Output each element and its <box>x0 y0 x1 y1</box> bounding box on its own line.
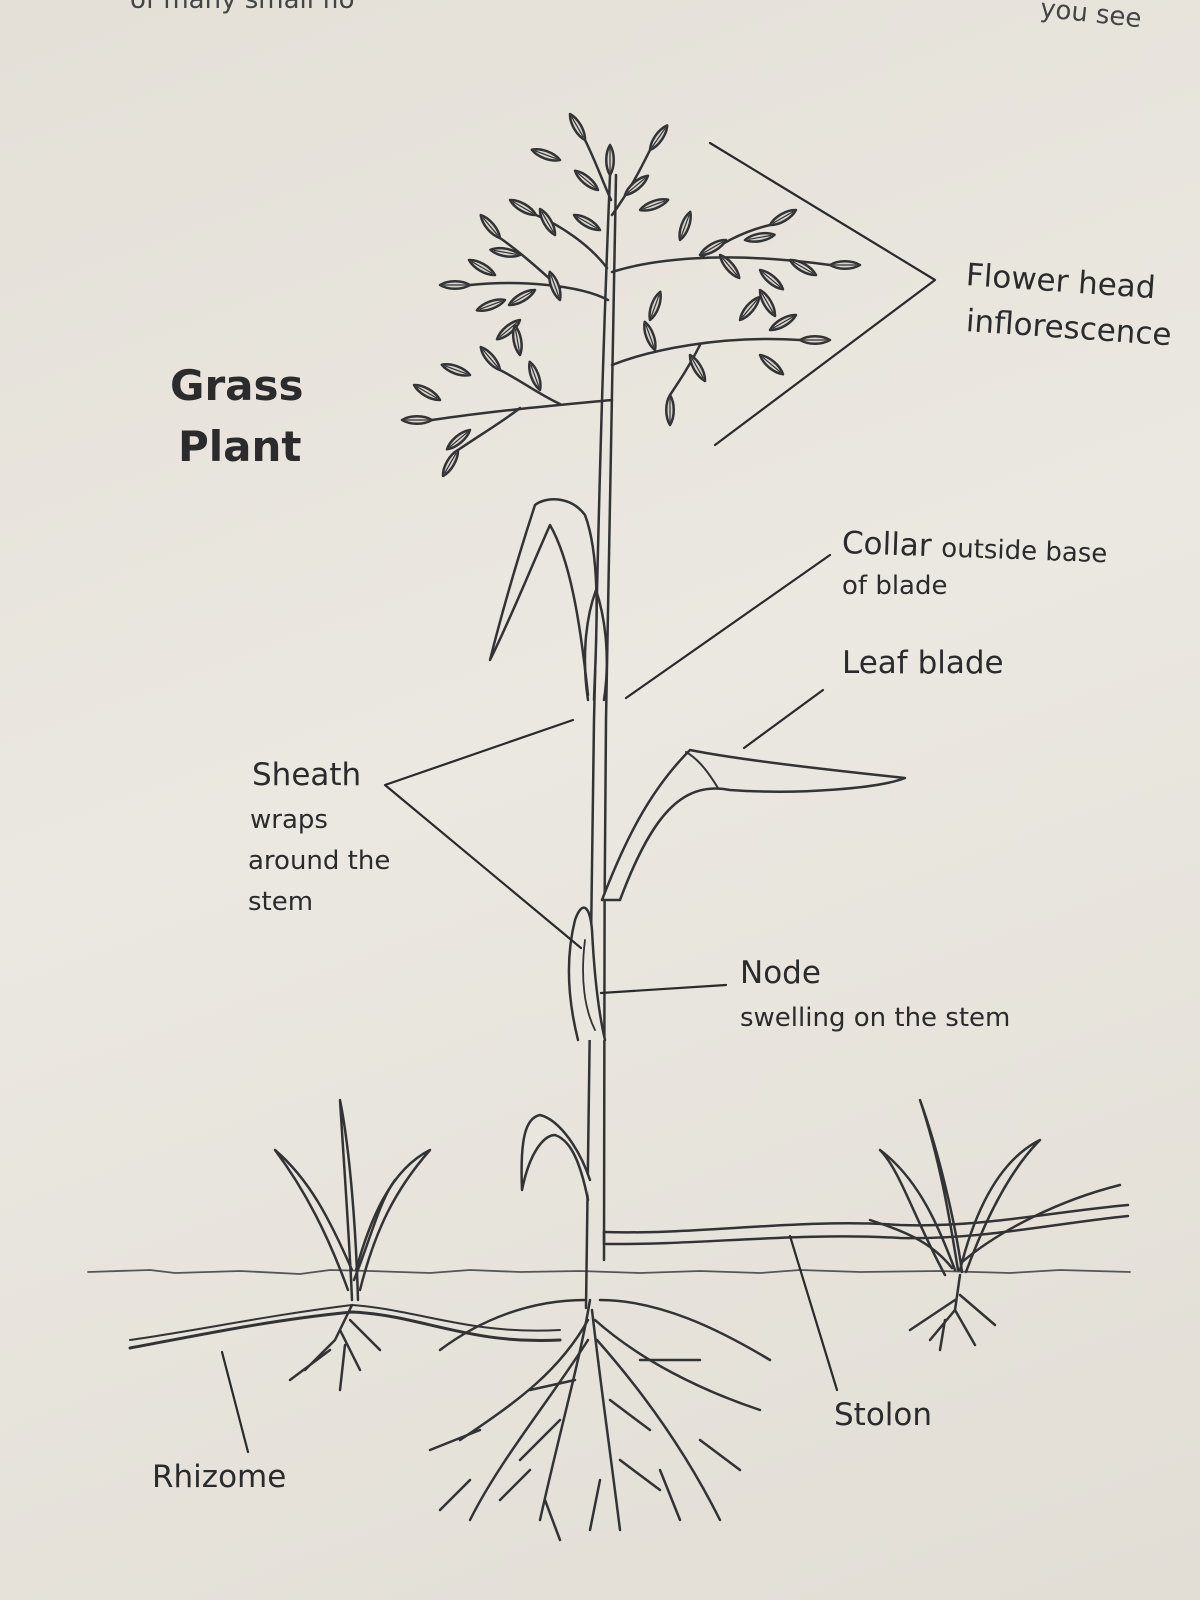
leader-sheath <box>383 718 583 950</box>
leader-leaf-blade <box>742 688 825 750</box>
main-stem <box>584 173 618 1310</box>
right-daughter-plant <box>868 1098 1122 1352</box>
lower-leaf <box>520 1113 592 1202</box>
sheath <box>567 906 607 1042</box>
title-line2: Plant <box>178 422 302 471</box>
label-sheath-line3: around the <box>248 846 391 876</box>
upper-leaf <box>488 498 598 702</box>
left-rhizome-plant <box>273 1098 432 1392</box>
label-collar-rest: outside base <box>940 533 1108 570</box>
leader-flower-head <box>708 141 937 447</box>
label-node-desc: swelling on the stem <box>740 1003 1011 1033</box>
ground-line <box>87 1269 1131 1275</box>
label-collar-line2: of blade <box>842 571 948 601</box>
leader-collar <box>624 553 832 700</box>
leader-rhizome <box>220 1350 250 1454</box>
label-rhizome: Rhizome <box>152 1459 287 1495</box>
leader-node <box>599 983 728 995</box>
title-line1: Grass <box>170 361 304 410</box>
inflorescence-branches <box>430 138 832 452</box>
label-stolon: Stolon <box>834 1397 933 1433</box>
leaf-blade <box>600 748 907 902</box>
leader-lines <box>220 141 937 1454</box>
label-collar-main: Collar <box>841 525 933 565</box>
label-sheath: Sheath <box>252 757 362 793</box>
page-fragment-left: of many small flo <box>130 0 355 15</box>
spikelets <box>400 110 862 480</box>
main-roots <box>428 1298 772 1542</box>
rhizome-path <box>128 1310 562 1350</box>
leader-stolon <box>788 1234 839 1392</box>
label-sheath-line4: stem <box>248 887 314 917</box>
collar <box>583 588 609 702</box>
label-leaf-blade: Leaf blade <box>842 645 1004 681</box>
label-node: Node <box>740 955 821 991</box>
label-sheath-line2: wraps <box>250 805 328 835</box>
stolon-path <box>602 1203 1130 1234</box>
